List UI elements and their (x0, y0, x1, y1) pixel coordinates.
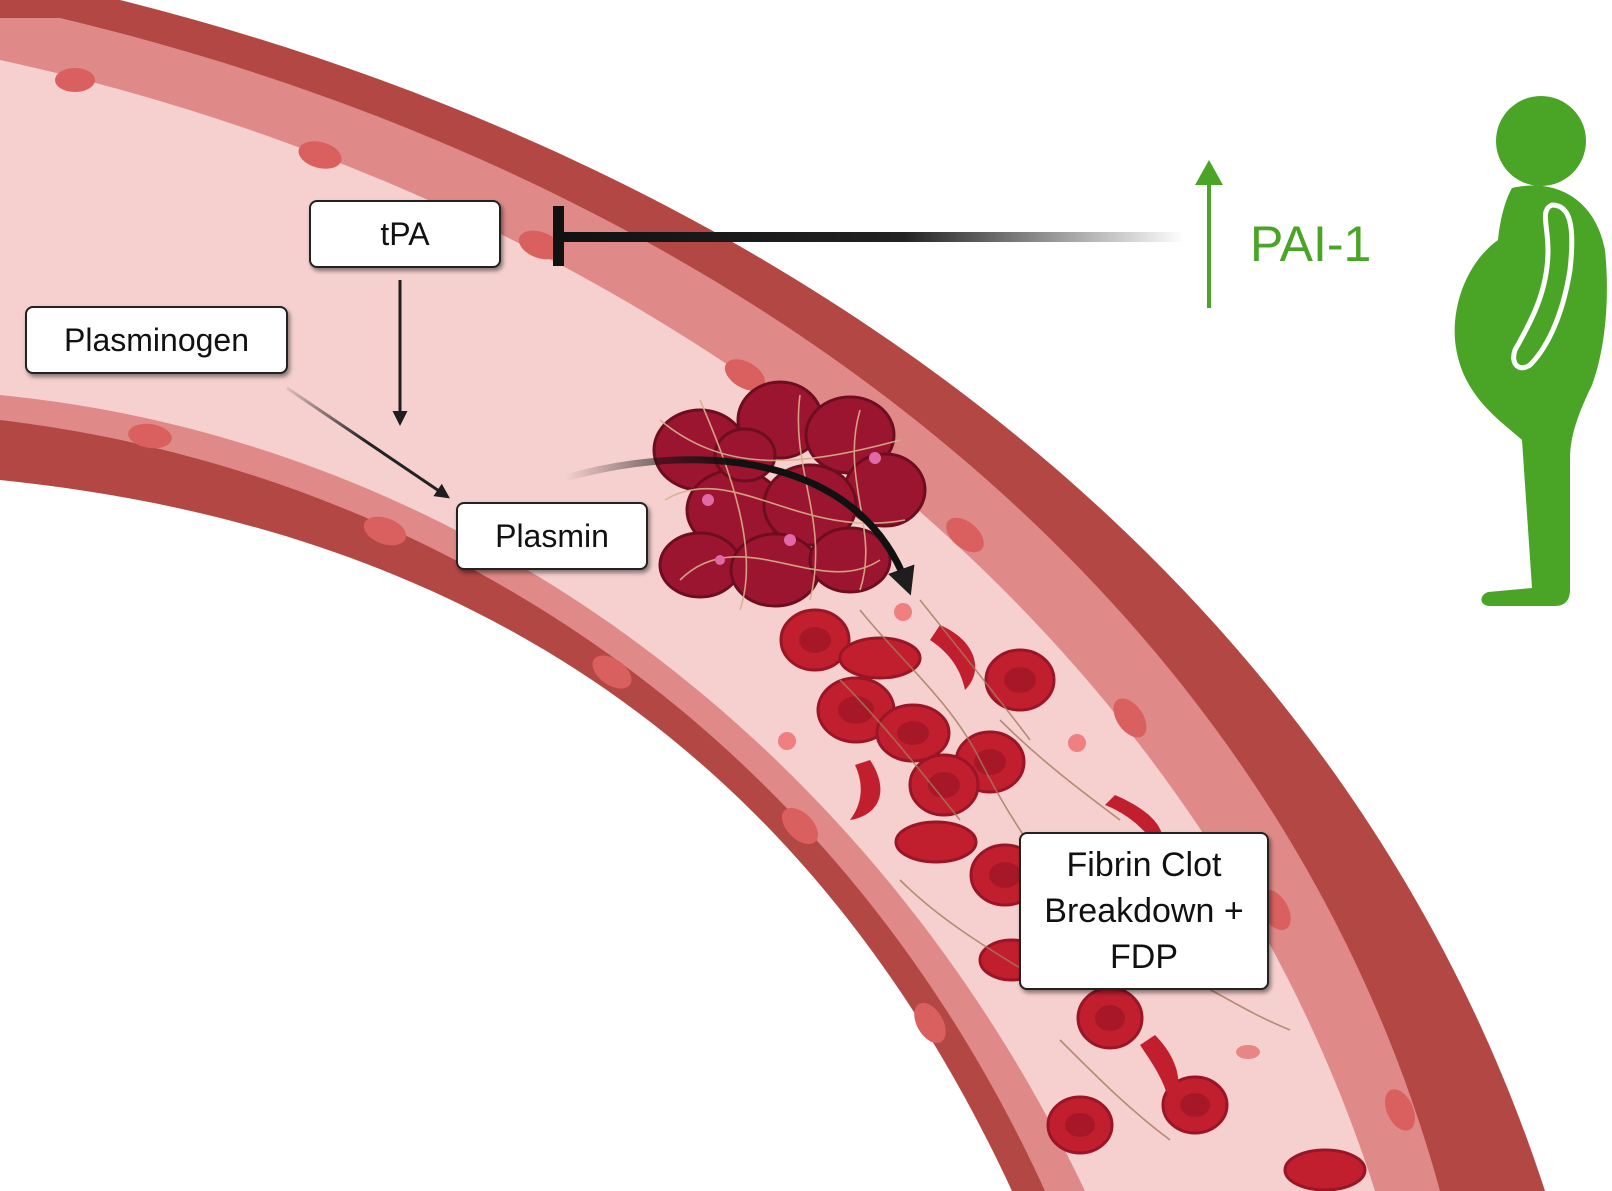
tpa-label: tPA (380, 215, 430, 252)
arrow-plasminogen-to-plasmin (286, 386, 450, 499)
fibrin-clot-label-box: Fibrin Clot Breakdown + FDP (1019, 832, 1269, 990)
pai-1-label: PAI-1 (1250, 216, 1372, 272)
up-arrow-icon (1195, 160, 1223, 308)
inhibition-line (560, 232, 1185, 242)
plasminogen-label: Plasminogen (64, 321, 249, 358)
plasmin-label-box: Plasmin (456, 502, 648, 570)
obese-person-icon (1454, 96, 1607, 606)
inhibition-bar-icon (553, 206, 564, 266)
platelets (778, 603, 1260, 1059)
red-blood-cells (779, 608, 1367, 1191)
arrow-plasmin-to-clot (564, 456, 915, 596)
fibrin-clot-label: Fibrin Clot Breakdown + FDP (1044, 846, 1244, 976)
tpa-label-box: tPA (309, 200, 501, 268)
fibrin-clot (652, 380, 927, 611)
plasminogen-label-box: Plasminogen (25, 306, 288, 374)
plasmin-label: Plasmin (495, 517, 609, 554)
